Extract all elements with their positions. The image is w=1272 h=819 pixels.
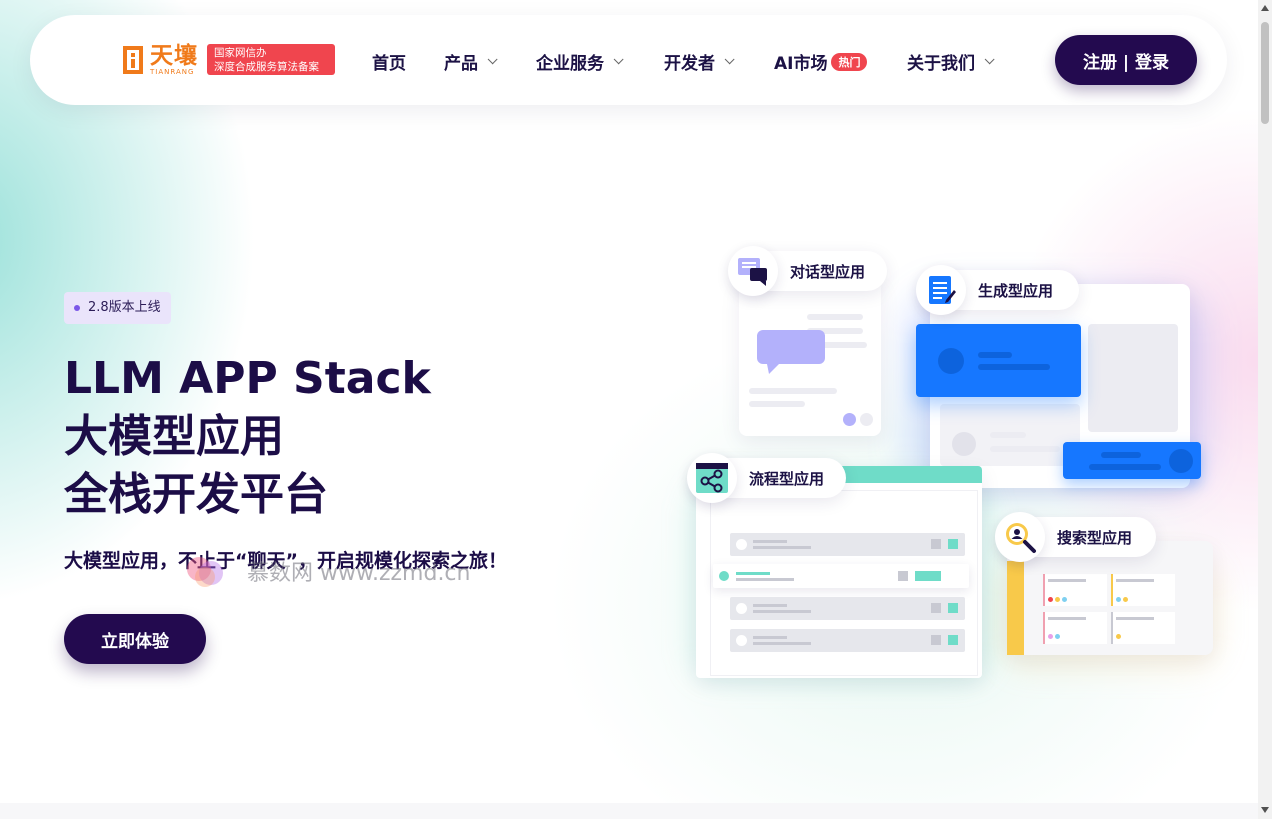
nav-ai-market[interactable]: AI市场 热门: [774, 49, 868, 74]
hero-subtitle: 大模型应用，不止于“聊天”，开启规模化探索之旅！: [64, 550, 507, 572]
nav-about-label: 关于我们: [907, 54, 975, 74]
watermark: 慕数网 www.zzmd.cn: [185, 553, 470, 589]
search-app-card: [1007, 541, 1213, 655]
chat-app-label: 对话型应用: [790, 262, 866, 281]
watermark-text: 慕数网 www.zzmd.cn: [247, 561, 471, 586]
nav-developers[interactable]: 开发者: [664, 49, 735, 74]
scrollbar-thumb[interactable]: [1261, 22, 1269, 124]
logo-icon: [122, 44, 144, 76]
hero-title: LLM APP Stack 大模型应用 全栈开发平台: [64, 350, 431, 524]
generative-app-pill: 生成型应用: [916, 265, 1080, 315]
registration-line-2: 深度合成服务算法备案: [214, 61, 319, 73]
try-now-button[interactable]: 立即体验: [64, 614, 206, 664]
nav-developers-label: 开发者: [664, 54, 715, 74]
hero-title-line-1: LLM APP Stack: [64, 353, 431, 404]
workflow-share-icon: [687, 453, 737, 503]
registration-badge: 国家网信办 深度合成服务算法备案: [207, 44, 335, 75]
workflow-app-label: 流程型应用: [749, 469, 825, 488]
version-badge: 2.8版本上线: [64, 292, 171, 324]
logo-text-en: TIANRANG: [150, 68, 195, 76]
page-scrollbar[interactable]: [1258, 0, 1272, 819]
search-app-label: 搜索型应用: [1057, 528, 1133, 547]
chevron-down-icon: [724, 54, 735, 65]
generative-blue-panel: [916, 324, 1081, 397]
workflow-app-pill: 流程型应用: [687, 453, 847, 503]
search-app-pill: 搜索型应用: [995, 512, 1157, 562]
next-section-edge: [0, 803, 1258, 819]
chat-app-card: [739, 280, 881, 436]
registration-line-1: 国家网信办: [214, 47, 267, 59]
logo-text-cn: 天壤: [150, 43, 198, 69]
hero-title-line-2: 大模型应用: [64, 411, 284, 462]
generative-blue-bar: [1063, 442, 1201, 479]
nav-home[interactable]: 首页: [372, 49, 406, 74]
register-login-button[interactable]: 注册 | 登录: [1055, 35, 1197, 85]
logo[interactable]: 天壤 TIANRANG: [122, 44, 198, 76]
nav-enterprise-label: 企业服务: [536, 54, 604, 74]
nav-ai-market-label: AI市场: [774, 54, 828, 74]
chevron-down-icon: [984, 54, 995, 65]
top-navbar: 天壤 TIANRANG 国家网信办 深度合成服务算法备案 首页 产品 企业服务 …: [30, 15, 1227, 105]
chat-bubble-icon: [728, 246, 778, 296]
nav-home-label: 首页: [372, 54, 406, 74]
chat-app-pill: 对话型应用: [728, 246, 888, 296]
search-magnifier-icon: [995, 512, 1045, 562]
nav-products[interactable]: 产品: [444, 49, 498, 74]
scroll-up-arrow-icon[interactable]: [1260, 4, 1270, 12]
nav-products-label: 产品: [444, 54, 478, 74]
scroll-down-arrow-icon[interactable]: [1260, 806, 1270, 814]
document-edit-icon: [916, 265, 966, 315]
chevron-down-icon: [613, 54, 624, 65]
nav-about[interactable]: 关于我们: [907, 49, 995, 74]
hero-title-line-3: 全栈开发平台: [64, 469, 328, 520]
hot-badge: 热门: [831, 52, 868, 71]
watermark-logo-icon: [185, 553, 225, 589]
chevron-down-icon: [487, 54, 498, 65]
nav-enterprise[interactable]: 企业服务: [536, 49, 624, 74]
generative-app-label: 生成型应用: [978, 281, 1054, 300]
